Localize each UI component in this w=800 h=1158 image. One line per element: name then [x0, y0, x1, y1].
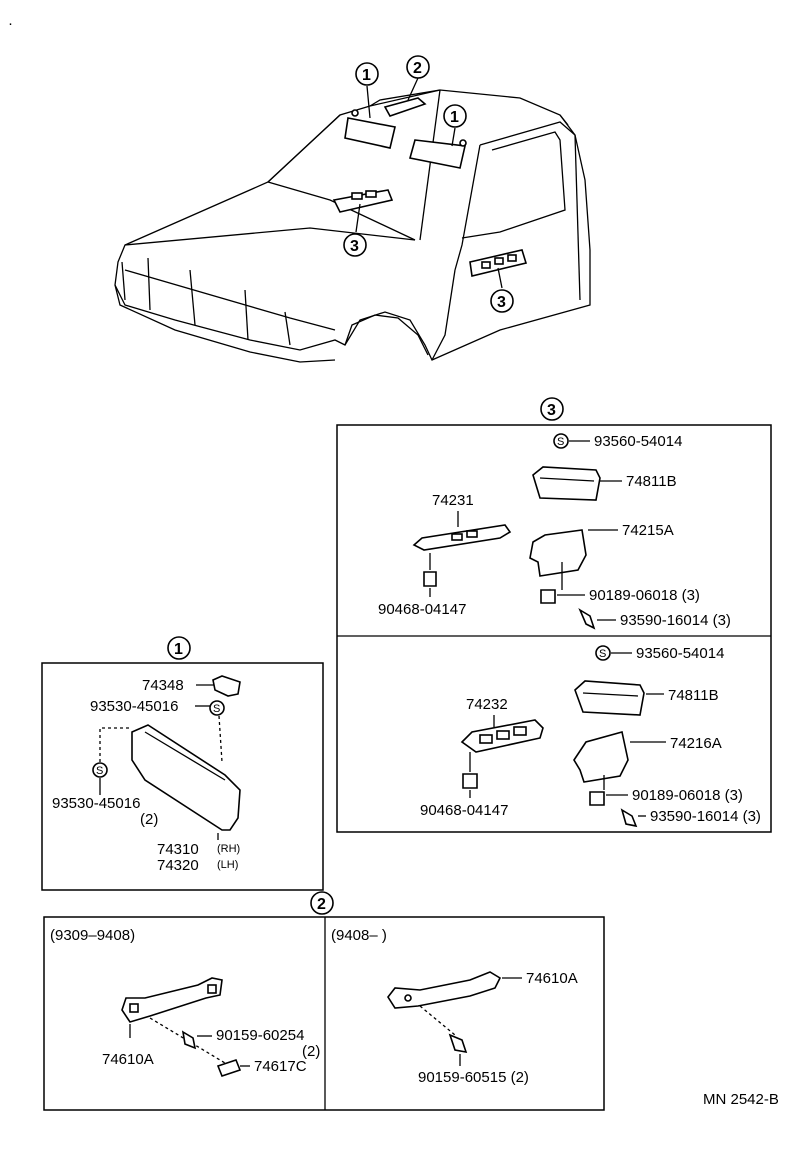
s-mark: S [595, 645, 611, 661]
part-74215a: 74215A [622, 522, 674, 539]
svg-text:3: 3 [547, 402, 556, 419]
group-2-header: 2 [310, 891, 334, 915]
part-74216a: 74216A [670, 735, 722, 752]
screw-90159-60254 [181, 1030, 197, 1050]
group-3-header: 3 [540, 397, 564, 421]
svg-text:1: 1 [174, 641, 183, 658]
svg-text:2: 2 [317, 896, 326, 913]
screw-90159-60515 [448, 1033, 468, 1054]
callout-1-top-left: 1 [355, 62, 379, 86]
truck-illustration [114, 77, 591, 363]
part-90189-06018-lower: 90189-06018 (3) [632, 787, 743, 804]
corner-mark: · [8, 15, 13, 32]
callout-2-top: 2 [406, 55, 430, 79]
part-90159-60515: 90159-60515 (2) [418, 1069, 529, 1086]
period-9408-onward: (9408– ) [331, 927, 387, 944]
clip-nut-90189-lower [589, 791, 605, 806]
part-74811b-upper: 74811B [626, 473, 677, 490]
svg-text:S: S [96, 765, 103, 777]
part-93530-45016-left: 93530-45016 [52, 795, 140, 812]
s-mark: S [209, 700, 225, 716]
screw-93590-upper [578, 608, 596, 630]
svg-text:1: 1 [450, 109, 459, 126]
footer-code: MN 2542-B [703, 1091, 779, 1108]
screw-93590-lower [620, 808, 638, 828]
part-93560-54014-lower: 93560-54014 [636, 645, 724, 662]
bracket-74215a [529, 529, 587, 577]
part-93560-54014-upper: 93560-54014 [594, 433, 682, 450]
part-90189-06018-upper: 90189-06018 (3) [589, 587, 700, 604]
group-1-contents: 74348 93530-45016 S S 93530-45016 (2) 74… [52, 675, 241, 874]
part-74310: 74310 [157, 841, 199, 858]
part-74320: 74320 [157, 857, 199, 874]
group-2-left: (9309–9408) 74610A 90159-60254 (2) 74617… [50, 927, 320, 1077]
part-74232: 74232 [466, 696, 508, 713]
group-2-right: (9408– ) 74610A 90159-60515 (2) [331, 927, 578, 1086]
clip-90468-lower [462, 773, 478, 789]
part-90159-60254: 90159-60254 [216, 1027, 304, 1044]
part-90159-60254-qty: (2) [302, 1043, 320, 1060]
group-3-lower: S 93560-54014 74811B 74232 90468-04147 7… [420, 645, 761, 828]
pocket-74811b-upper [532, 466, 601, 501]
part-90468-04147-upper: 90468-04147 [378, 601, 466, 618]
part-74310-rh: (RH) [217, 843, 240, 855]
pocket-74811b-lower [574, 680, 645, 716]
assist-grip-74610a-old [121, 977, 223, 1023]
group-2-box [43, 916, 605, 1111]
clip-nut-90189-upper [540, 589, 556, 604]
part-74610a-right: 74610A [526, 970, 578, 987]
s-mark: S [92, 762, 108, 778]
assist-grip-74610a-new [387, 971, 502, 1009]
part-74320-lh: (LH) [217, 859, 238, 871]
part-93590-16014-upper: 93590-16014 (3) [620, 612, 731, 629]
svg-text:S: S [599, 648, 606, 660]
part-93590-16014-lower: 93590-16014 (3) [650, 808, 761, 825]
part-93530-45016-top: 93530-45016 [90, 698, 178, 715]
svg-text:1: 1 [362, 67, 371, 84]
part-93530-45016-left-qty: (2) [140, 811, 158, 828]
group-1-header: 1 [167, 636, 191, 660]
sun-visor-74310-74320 [131, 724, 241, 831]
s-mark: S [553, 433, 569, 449]
clip-90468-upper [423, 571, 437, 587]
cover-74617c [216, 1059, 242, 1077]
holder-74348 [212, 675, 241, 697]
part-74231: 74231 [432, 492, 474, 509]
part-74617c: 74617C [254, 1058, 307, 1075]
part-74348: 74348 [142, 677, 184, 694]
group-1-box [41, 662, 324, 891]
callout-1-top-right: 1 [443, 104, 467, 128]
group-3-box [336, 424, 772, 833]
part-74610a-left: 74610A [102, 1051, 154, 1068]
svg-text:S: S [213, 703, 220, 715]
svg-text:S: S [557, 436, 564, 448]
group-3-upper: S 93560-54014 74811B 74231 90468-04147 7… [378, 433, 731, 630]
svg-text:3: 3 [497, 294, 506, 311]
callout-3-dash: 3 [343, 233, 367, 257]
period-9309-9408: (9309–9408) [50, 927, 135, 944]
bracket-74216a [573, 731, 629, 783]
part-74811b-lower: 74811B [668, 687, 719, 704]
svg-text:2: 2 [413, 60, 422, 77]
part-90468-04147-lower: 90468-04147 [420, 802, 508, 819]
callout-3-door: 3 [490, 289, 514, 313]
svg-text:3: 3 [350, 238, 359, 255]
